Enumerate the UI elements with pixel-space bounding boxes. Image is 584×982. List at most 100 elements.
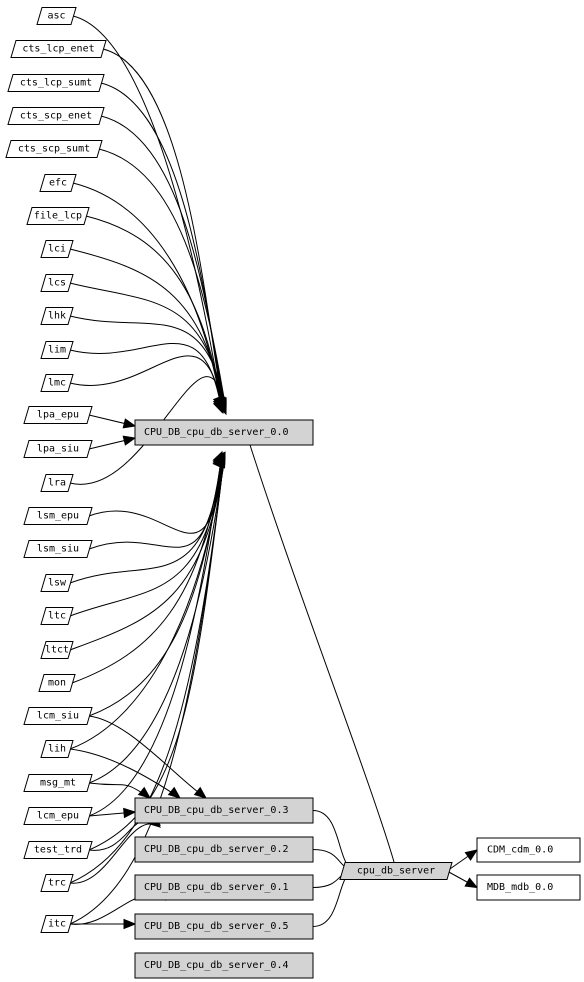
source-label-lra: lra	[48, 478, 66, 489]
arrowhead-target-0	[464, 849, 479, 861]
source-node-efc	[39, 174, 77, 192]
source-label-lih: lih	[48, 744, 66, 755]
source-node-lmc	[40, 374, 74, 392]
source-label-lmc: lmc	[48, 378, 66, 389]
server-label-cpu-db-cpu-db-server-0-0: CPU_DB_cpu_db_server_0.0	[144, 427, 289, 438]
source-node-cts-scp-sumt	[5, 140, 103, 158]
edge-efc-to-server-0-0	[72, 182, 223, 411]
source-node-itc	[40, 915, 74, 933]
edge-itc-to-server-0-0	[69, 457, 225, 925]
arrowhead-lpa-siu	[122, 435, 137, 446]
source-label-msg-mt: msg_mt	[40, 778, 76, 789]
source-node-file-lcp	[26, 207, 90, 225]
source-label-ltct: ltct	[45, 645, 69, 656]
server-node-cpu-db-cpu-db-server-0-3	[134, 797, 314, 824]
server-label-cpu-db-cpu-db-server-0-2: CPU_DB_cpu_db_server_0.2	[144, 844, 289, 855]
arrowhead-lpa-epu	[122, 418, 137, 429]
source-node-cts-scp-enet	[7, 107, 105, 125]
source-node-lhk	[40, 307, 74, 325]
source-node-asc	[36, 7, 77, 25]
source-node-lsm-epu	[23, 507, 93, 525]
source-label-ltc: ltc	[48, 611, 66, 622]
edge-lsm-siu-to-server-0-0	[88, 455, 223, 550]
source-label-asc: asc	[47, 11, 65, 22]
edge-server-1-to-hub	[312, 810, 357, 871]
edge-lhk-to-server-0-0	[69, 315, 227, 412]
server-node-cpu-db-cpu-db-server-0-0	[134, 419, 314, 446]
source-node-msg-mt	[23, 774, 93, 792]
arrowhead-lcm-siu-server-0	[193, 786, 208, 799]
edge-lmc-to-server-0-0	[69, 355, 224, 413]
arrowhead-lcm-epu-upper	[212, 450, 223, 465]
source-label-test-trd: test_trd	[34, 845, 82, 856]
source-label-lcm-siu: lcm_siu	[37, 711, 79, 722]
target-label-cdm-cdm-0-0: CDM_cdm_0.0	[487, 845, 553, 856]
source-node-lci	[40, 240, 74, 258]
source-node-lra	[40, 474, 74, 492]
source-label-lim: lim	[48, 345, 66, 356]
source-node-test-trd	[23, 841, 93, 859]
server-node-cpu-db-cpu-db-server-0-4	[134, 952, 314, 979]
edge-mon-to-server-0-0	[71, 453, 223, 684]
source-label-mon: mon	[48, 678, 66, 689]
edge-lsw-to-server-0-0	[69, 455, 224, 584]
source-node-ltc	[40, 607, 74, 625]
server-label-cpu-db-cpu-db-server-0-3: CPU_DB_cpu_db_server_0.3	[144, 805, 289, 816]
source-label-efc: efc	[49, 178, 67, 189]
source-node-lih	[40, 740, 74, 758]
source-node-mon	[38, 674, 76, 692]
source-node-lcs	[40, 274, 74, 292]
edge-lih-to-server-1	[69, 748, 181, 799]
server-label-cpu-db-cpu-db-server-0-1: CPU_DB_cpu_db_server_0.1	[144, 882, 289, 893]
arrowhead-lra	[216, 401, 227, 416]
source-label-lci: lci	[48, 244, 66, 255]
source-node-lsm-siu	[23, 540, 93, 558]
source-node-trc	[40, 874, 74, 892]
server-label-cpu-db-cpu-db-server-0-4: CPU_DB_cpu_db_server_0.4	[144, 960, 289, 971]
target-label-mdb-mdb-0-0: MDB_mdb_0.0	[487, 882, 553, 893]
source-node-lpa-siu	[23, 440, 93, 458]
edge-cts-lcp-sumt-to-server-0-0	[100, 82, 225, 409]
edge-msg-mt-to-server-0-0	[88, 452, 226, 784]
source-node-lim	[40, 341, 74, 359]
arrowhead-target-1	[464, 877, 479, 889]
source-label-lpa-siu: lpa_siu	[37, 444, 79, 455]
edge-lih-to-server-0-0	[69, 452, 225, 750]
server-node-cpu-db-cpu-db-server-0-5	[134, 913, 314, 940]
source-node-ltct	[40, 641, 74, 659]
arrowhead-itc-server-7	[123, 918, 137, 930]
source-label-cts-scp-enet: cts_scp_enet	[20, 111, 92, 122]
source-label-lsw: lsw	[48, 578, 67, 589]
edge-test-trd-to-server-0-0	[88, 457, 225, 851]
server-label-cpu-db-cpu-db-server-0-5: CPU_DB_cpu_db_server_0.5	[144, 921, 289, 932]
arrowhead-lcm-epu-server-3	[123, 807, 137, 819]
source-node-lcm-siu	[23, 707, 93, 725]
arrowhead-msg-mt-server-2	[137, 786, 152, 799]
source-label-itc: itc	[48, 919, 66, 930]
edge-lcm-siu-to-server-0-0	[88, 453, 224, 717]
source-label-lcm-epu: lcm_epu	[37, 811, 79, 822]
target-node-mdb-mdb-0-0	[476, 874, 581, 901]
source-label-cts-lcp-sumt: cts_lcp_sumt	[20, 78, 92, 89]
hub-label-cpu-db-server: cpu_db_server	[357, 866, 435, 877]
source-label-file-lcp: file_lcp	[34, 211, 82, 222]
source-node-lcm-epu	[23, 807, 93, 825]
source-label-lsm-epu: lsm_epu	[37, 511, 79, 522]
edge-lra-to-server-0-0	[69, 376, 227, 485]
source-label-cts-scp-sumt: cts_scp_sumt	[18, 144, 90, 155]
source-node-cts-lcp-sumt	[7, 74, 105, 92]
source-label-cts-lcp-enet: cts_lcp_enet	[22, 44, 94, 55]
source-label-trc: trc	[48, 878, 66, 889]
server-node-cpu-db-cpu-db-server-0-1	[134, 874, 314, 901]
edge-asc-to-server-0-0	[72, 15, 223, 409]
source-label-lpa-epu: lpa_epu	[37, 410, 79, 421]
target-node-cdm-cdm-0-0	[476, 837, 581, 863]
edge-lcm-siu-to-server-0	[88, 715, 207, 799]
graph-edges	[69, 15, 478, 927]
arrowhead-lih-server-1	[167, 786, 182, 799]
source-label-lsm-siu: lsm_siu	[37, 544, 79, 555]
server-node-cpu-db-cpu-db-server-0-2	[134, 836, 314, 863]
edge-lcm-epu-to-server-0-0	[88, 451, 223, 817]
source-node-lpa-epu	[23, 406, 93, 424]
source-label-lcs: lcs	[48, 278, 66, 289]
